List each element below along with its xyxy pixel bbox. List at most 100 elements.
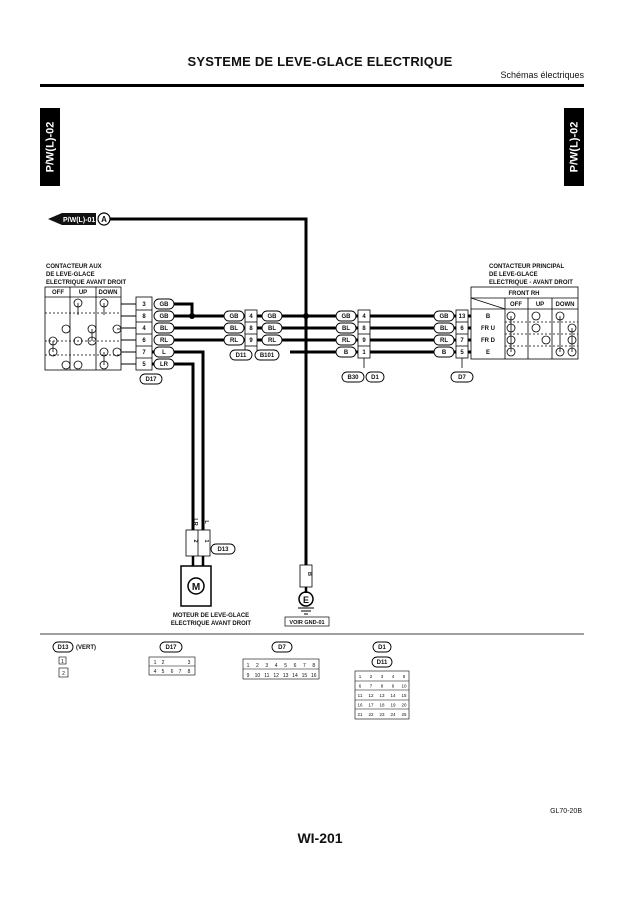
mid-pin-1: 4 <box>249 314 253 320</box>
d1-tag: D1 <box>371 375 379 381</box>
legend-d1-pin: 15 <box>401 693 407 698</box>
aux-wire-2: GB <box>160 314 170 320</box>
main-header-down: DOWN <box>556 302 575 308</box>
aux-switch-body <box>44 286 122 371</box>
legend-d7-pin: 7 <box>303 663 306 669</box>
aux-switch-label-3: ELECTRIQUE AVANT DROIT <box>46 280 127 286</box>
page-number: WI-201 <box>297 830 343 846</box>
legend-d1-pin: 7 <box>370 684 373 689</box>
b30-pin-2: 8 <box>362 326 366 332</box>
aux-wire-3: BL <box>160 326 168 332</box>
legend-d7-pin: 10 <box>255 673 261 679</box>
legend-d1-pin: 6 <box>359 684 362 689</box>
legend-d17: D17 <box>165 645 177 651</box>
ground-caption-box <box>284 616 330 627</box>
legend-d17-pin: 3 <box>188 660 191 666</box>
legend-d7-pin: 4 <box>275 663 278 669</box>
legend-d1-pin: 9 <box>392 684 395 689</box>
legend-d1-pin: 8 <box>381 684 384 689</box>
legend-d1-pin: 11 <box>358 693 363 698</box>
b30-wire-3: RL <box>342 338 350 344</box>
aux-wire-4: RL <box>160 338 168 344</box>
motor-connector <box>185 529 211 566</box>
aux-pin-3: 4 <box>142 326 146 332</box>
mid-left-wire-3: RL <box>230 338 238 344</box>
d7-connector <box>455 309 469 368</box>
main-switch-label-1: CONTACTEUR PRINCIPAL <box>489 264 564 270</box>
main-switch-body <box>470 286 579 360</box>
title-rule <box>40 84 584 87</box>
left-side-tab: P/W(L)-02 <box>40 108 60 186</box>
reference-letter: A <box>101 215 107 224</box>
b30-pin-4: 1 <box>362 350 366 356</box>
aux-wire-1: GB <box>160 302 170 308</box>
aux-switch-leads <box>121 303 136 365</box>
mid-right-wire-2: BL <box>268 326 276 332</box>
motor-pin-2: 2 <box>192 539 198 542</box>
legend-d7-pin: 9 <box>247 673 250 679</box>
main-row-e: E <box>486 350 490 356</box>
main-row-frd: FR D <box>481 338 496 344</box>
legend-d7-pin: 2 <box>256 663 259 669</box>
legend-d1-pin: 24 <box>390 712 396 717</box>
motor-wire-l: L <box>203 520 209 524</box>
main-switch-header: FRONT RH <box>509 291 540 297</box>
d7-pin-4: 5 <box>460 350 464 356</box>
legend-d13-note: (VERT) <box>76 645 96 651</box>
legend-d13-pin-2: 2 <box>62 671 65 677</box>
legend-d1-pin: 18 <box>379 703 385 708</box>
legend-d1: D1 <box>378 645 386 651</box>
d7-pin-2: 6 <box>460 326 464 332</box>
ground-symbol-lines <box>298 607 314 615</box>
legend-d7-pin: 5 <box>284 663 287 669</box>
b30-pin-3: 9 <box>362 338 366 344</box>
figure-code: GL70-20B <box>550 808 582 815</box>
main-header-off: OFF <box>510 302 522 308</box>
legend-d11: D11 <box>377 660 388 666</box>
b30-wire-4: B <box>344 350 349 356</box>
d7-wire-2: BL <box>440 326 448 332</box>
legend-d7-pin: 15 <box>302 673 308 679</box>
legend-d7-pin: 6 <box>294 663 297 669</box>
motor-housing <box>180 565 212 607</box>
legend-d1-pin: 22 <box>368 712 374 717</box>
legend-d1-pin: 19 <box>390 703 396 708</box>
main-row-fru: FR U <box>481 326 495 332</box>
legend-d7: D7 <box>278 645 286 651</box>
legend-d1-pin: 4 <box>392 674 395 679</box>
legend-d13-pin-1: 1 <box>61 659 64 665</box>
aux-wire-6: LR <box>160 362 169 368</box>
legend-d1-pin: 14 <box>390 693 396 698</box>
legend-d7-pin: 3 <box>265 663 268 669</box>
section-subtitle: Schémas électriques <box>500 70 584 80</box>
page-title: SYSTEME DE LEVE-GLACE ELECTRIQUE <box>187 54 453 69</box>
ground-caption: VOIR GND-01 <box>289 620 324 626</box>
b30-tag: B30 <box>347 375 359 381</box>
legend-d1-pin: 10 <box>401 684 407 689</box>
aux-switch-label-2: DE LEVE-GLACE <box>46 272 95 278</box>
d7-wire-4: B <box>442 350 447 356</box>
d7-tag: D7 <box>458 375 466 381</box>
legend-d1-pin: 1 <box>359 674 362 679</box>
main-row-b: B <box>486 314 491 320</box>
reference-label: P/W(L)-01 <box>63 217 95 224</box>
b30-wire-1: GB <box>342 314 352 320</box>
legend-d1-pin: 17 <box>368 703 374 708</box>
legend-d7-pin: 12 <box>273 673 279 679</box>
b30-d1-connector <box>357 309 371 368</box>
motor-symbol: M <box>192 582 200 593</box>
mid-right-wire-1: GB <box>268 314 278 320</box>
legend-d7-pin: 8 <box>312 663 315 669</box>
legend-d1-pin: 3 <box>381 674 384 679</box>
d11-b101-connector <box>244 309 258 352</box>
aux-pin-2: 8 <box>142 314 146 320</box>
motor-icon <box>187 577 205 595</box>
ground-connector <box>299 564 313 593</box>
legend-d17-pin: 2 <box>162 660 165 666</box>
motor-wire-lr: LR <box>192 518 198 525</box>
b30-pin-1: 4 <box>362 314 366 320</box>
d7-wire-1: GB <box>440 314 450 320</box>
legend-d7-pin: 13 <box>283 673 289 679</box>
legend-d1-pin: 20 <box>401 703 407 708</box>
